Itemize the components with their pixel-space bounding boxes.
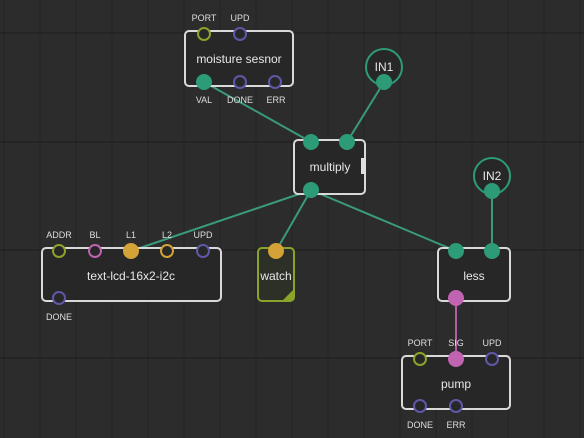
pin-out[interactable]	[448, 290, 464, 306]
pin-label-port: PORT	[192, 13, 217, 23]
pin-l1[interactable]	[123, 243, 139, 259]
pin-label-err: ERR	[446, 420, 466, 430]
node-pump[interactable]: pump PORT SIG UPD DONE ERR	[401, 338, 511, 430]
pin-done[interactable]	[52, 291, 66, 305]
node-title: text-lcd-16x2-i2c	[87, 269, 175, 283]
pin-done[interactable]	[413, 399, 427, 413]
pin-err[interactable]	[268, 75, 282, 89]
pin-label-done: DONE	[227, 95, 253, 105]
pin-err[interactable]	[449, 399, 463, 413]
node-multiply[interactable]: multiply	[293, 134, 366, 198]
pin-label-upd: UPD	[482, 338, 502, 348]
node-title: watch	[259, 269, 291, 283]
pin-port[interactable]	[413, 352, 427, 366]
pin-upd[interactable]	[485, 352, 499, 366]
pin-l2[interactable]	[160, 244, 174, 258]
node-resize-handle[interactable]	[361, 158, 366, 174]
node-title: moisture sesnor	[196, 52, 281, 66]
node-moisture-sensor[interactable]: moisture sesnor PORT UPD VAL DONE ERR	[184, 13, 294, 105]
pin-label-upd: UPD	[230, 13, 250, 23]
pin-sig[interactable]	[448, 351, 464, 367]
pin-addr[interactable]	[52, 244, 66, 258]
pin-port[interactable]	[197, 27, 211, 41]
node-in2[interactable]: IN2	[473, 157, 511, 199]
wire-multiply-to-less[interactable]	[310, 189, 457, 252]
pin-upd[interactable]	[233, 27, 247, 41]
pin-label-err: ERR	[266, 95, 286, 105]
node-title: multiply	[310, 160, 351, 174]
pin-label-sig: SIG	[448, 338, 464, 348]
node-body	[437, 247, 511, 302]
pin-out[interactable]	[376, 74, 392, 90]
pin-label-l1: L1	[126, 230, 136, 240]
node-title: pump	[441, 377, 471, 391]
pin-upd[interactable]	[196, 244, 210, 258]
pin-out[interactable]	[303, 182, 319, 198]
node-less[interactable]: less	[437, 243, 511, 306]
node-title: less	[463, 269, 484, 283]
pin-label-port: PORT	[408, 338, 433, 348]
pin-in-x[interactable]	[303, 134, 319, 150]
pin-in-y[interactable]	[339, 134, 355, 150]
pin-label-addr: ADDR	[46, 230, 72, 240]
node-watch[interactable]: watch	[257, 243, 295, 302]
wire-multiply-to-watch[interactable]	[275, 189, 312, 252]
pin-out[interactable]	[484, 183, 500, 199]
pin-label-done: DONE	[407, 420, 433, 430]
resize-corner-icon[interactable]	[283, 290, 293, 300]
wire-val-to-multiply[interactable]	[203, 81, 312, 143]
pin-in-y[interactable]	[484, 243, 500, 259]
pin-in[interactable]	[268, 243, 284, 259]
pin-label-done: DONE	[46, 312, 72, 322]
node-in1[interactable]: IN1	[365, 48, 403, 90]
wire-in1-to-multiply[interactable]	[346, 81, 385, 143]
node-title: IN1	[375, 60, 394, 74]
pin-label-upd: UPD	[193, 230, 213, 240]
pin-done[interactable]	[233, 75, 247, 89]
node-text-lcd[interactable]: text-lcd-16x2-i2c ADDR BL L1 L2 UPD DONE	[41, 230, 222, 322]
wire-multiply-to-lcd[interactable]	[130, 189, 312, 252]
pin-label-l2: L2	[162, 230, 172, 240]
pin-val[interactable]	[196, 74, 212, 90]
pin-label-val: VAL	[196, 95, 212, 105]
pin-bl[interactable]	[88, 244, 102, 258]
pin-label-bl: BL	[89, 230, 100, 240]
pin-in-x[interactable]	[448, 243, 464, 259]
node-title: IN2	[483, 169, 502, 183]
wires	[130, 81, 493, 358]
